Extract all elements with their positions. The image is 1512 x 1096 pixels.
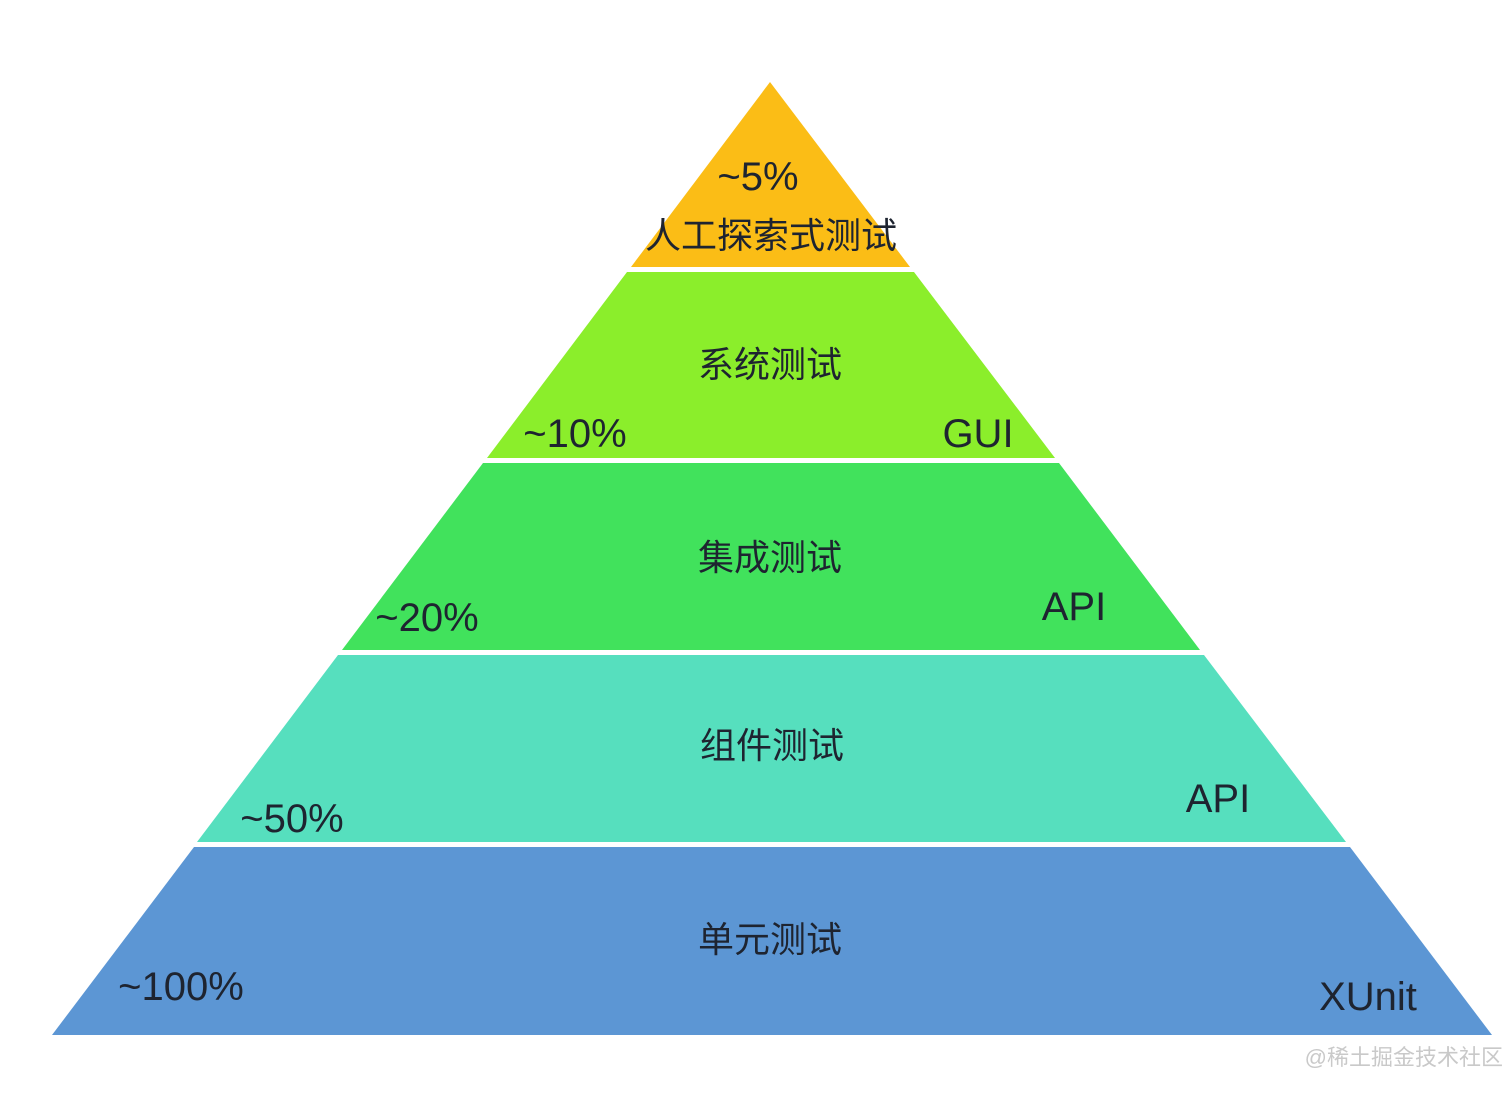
layer-share-component-testing: ~50% xyxy=(240,797,343,841)
layer-shape-system-testing xyxy=(487,272,1055,458)
layer-shape-integration-testing xyxy=(342,463,1200,650)
layer-interface-integration-testing: API xyxy=(1042,585,1106,629)
watermark-text: @稀土掘金技术社区 xyxy=(1305,1045,1503,1070)
layer-shape-component-testing xyxy=(197,655,1346,842)
layer-name-manual-exploratory-testing: 人工探索式测试 xyxy=(645,215,897,256)
layer-interface-unit-testing: XUnit xyxy=(1319,975,1417,1019)
layer-share-integration-testing: ~20% xyxy=(375,596,478,640)
layer-name-component-testing: 组件测试 xyxy=(700,725,844,766)
layer-share-unit-testing: ~100% xyxy=(118,965,244,1009)
layer-shape-manual-exploratory-testing xyxy=(631,82,910,267)
layer-share-system-testing: ~10% xyxy=(523,412,626,456)
layer-name-system-testing: 系统测试 xyxy=(698,344,842,385)
layer-shape-unit-testing xyxy=(52,847,1492,1035)
layer-share-manual-exploratory-testing: ~5% xyxy=(717,155,798,199)
layer-name-unit-testing: 单元测试 xyxy=(698,919,842,960)
layer-interface-component-testing: API xyxy=(1186,777,1250,821)
layer-interface-system-testing: GUI xyxy=(942,412,1013,456)
layer-name-integration-testing: 集成测试 xyxy=(698,537,842,578)
